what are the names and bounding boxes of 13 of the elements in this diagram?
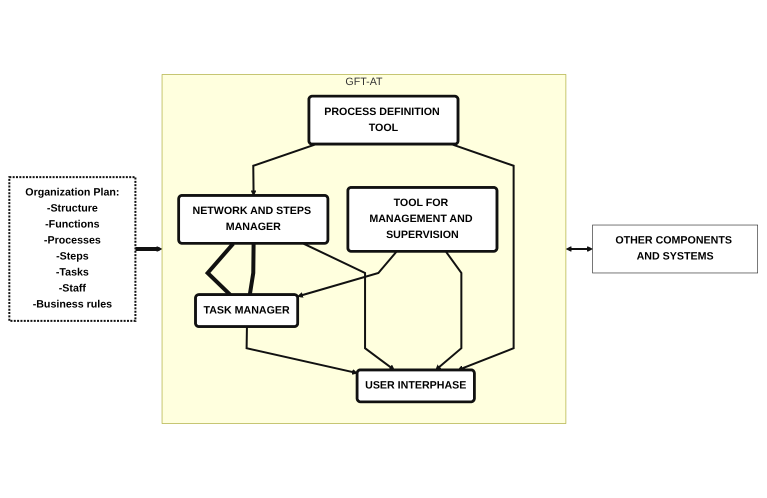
arrow (452, 144, 515, 371)
node-box (592, 224, 758, 274)
arrow (303, 242, 395, 370)
diagram: GFT-AT PROCESS DEFINITION TOOL NETWORK AND STEPS MANAGER TOOL FOR MANAGEMENT AND SUPERVISION TASK MANAGER USER INTERPHASE Organization Plan: -Structure -Functions -Processes -Steps -Tasks -Staff -Business rules OTHER COMPONENTS AND SYSTEMS (4, 4, 763, 494)
cluster (162, 74, 566, 424)
arrow (250, 144, 316, 196)
arrow (297, 251, 398, 298)
arrow (246, 326, 358, 375)
arrow (566, 246, 593, 252)
node-box (8, 176, 136, 322)
arrow (435, 251, 462, 370)
connector (248, 244, 256, 296)
arrow (135, 246, 162, 252)
